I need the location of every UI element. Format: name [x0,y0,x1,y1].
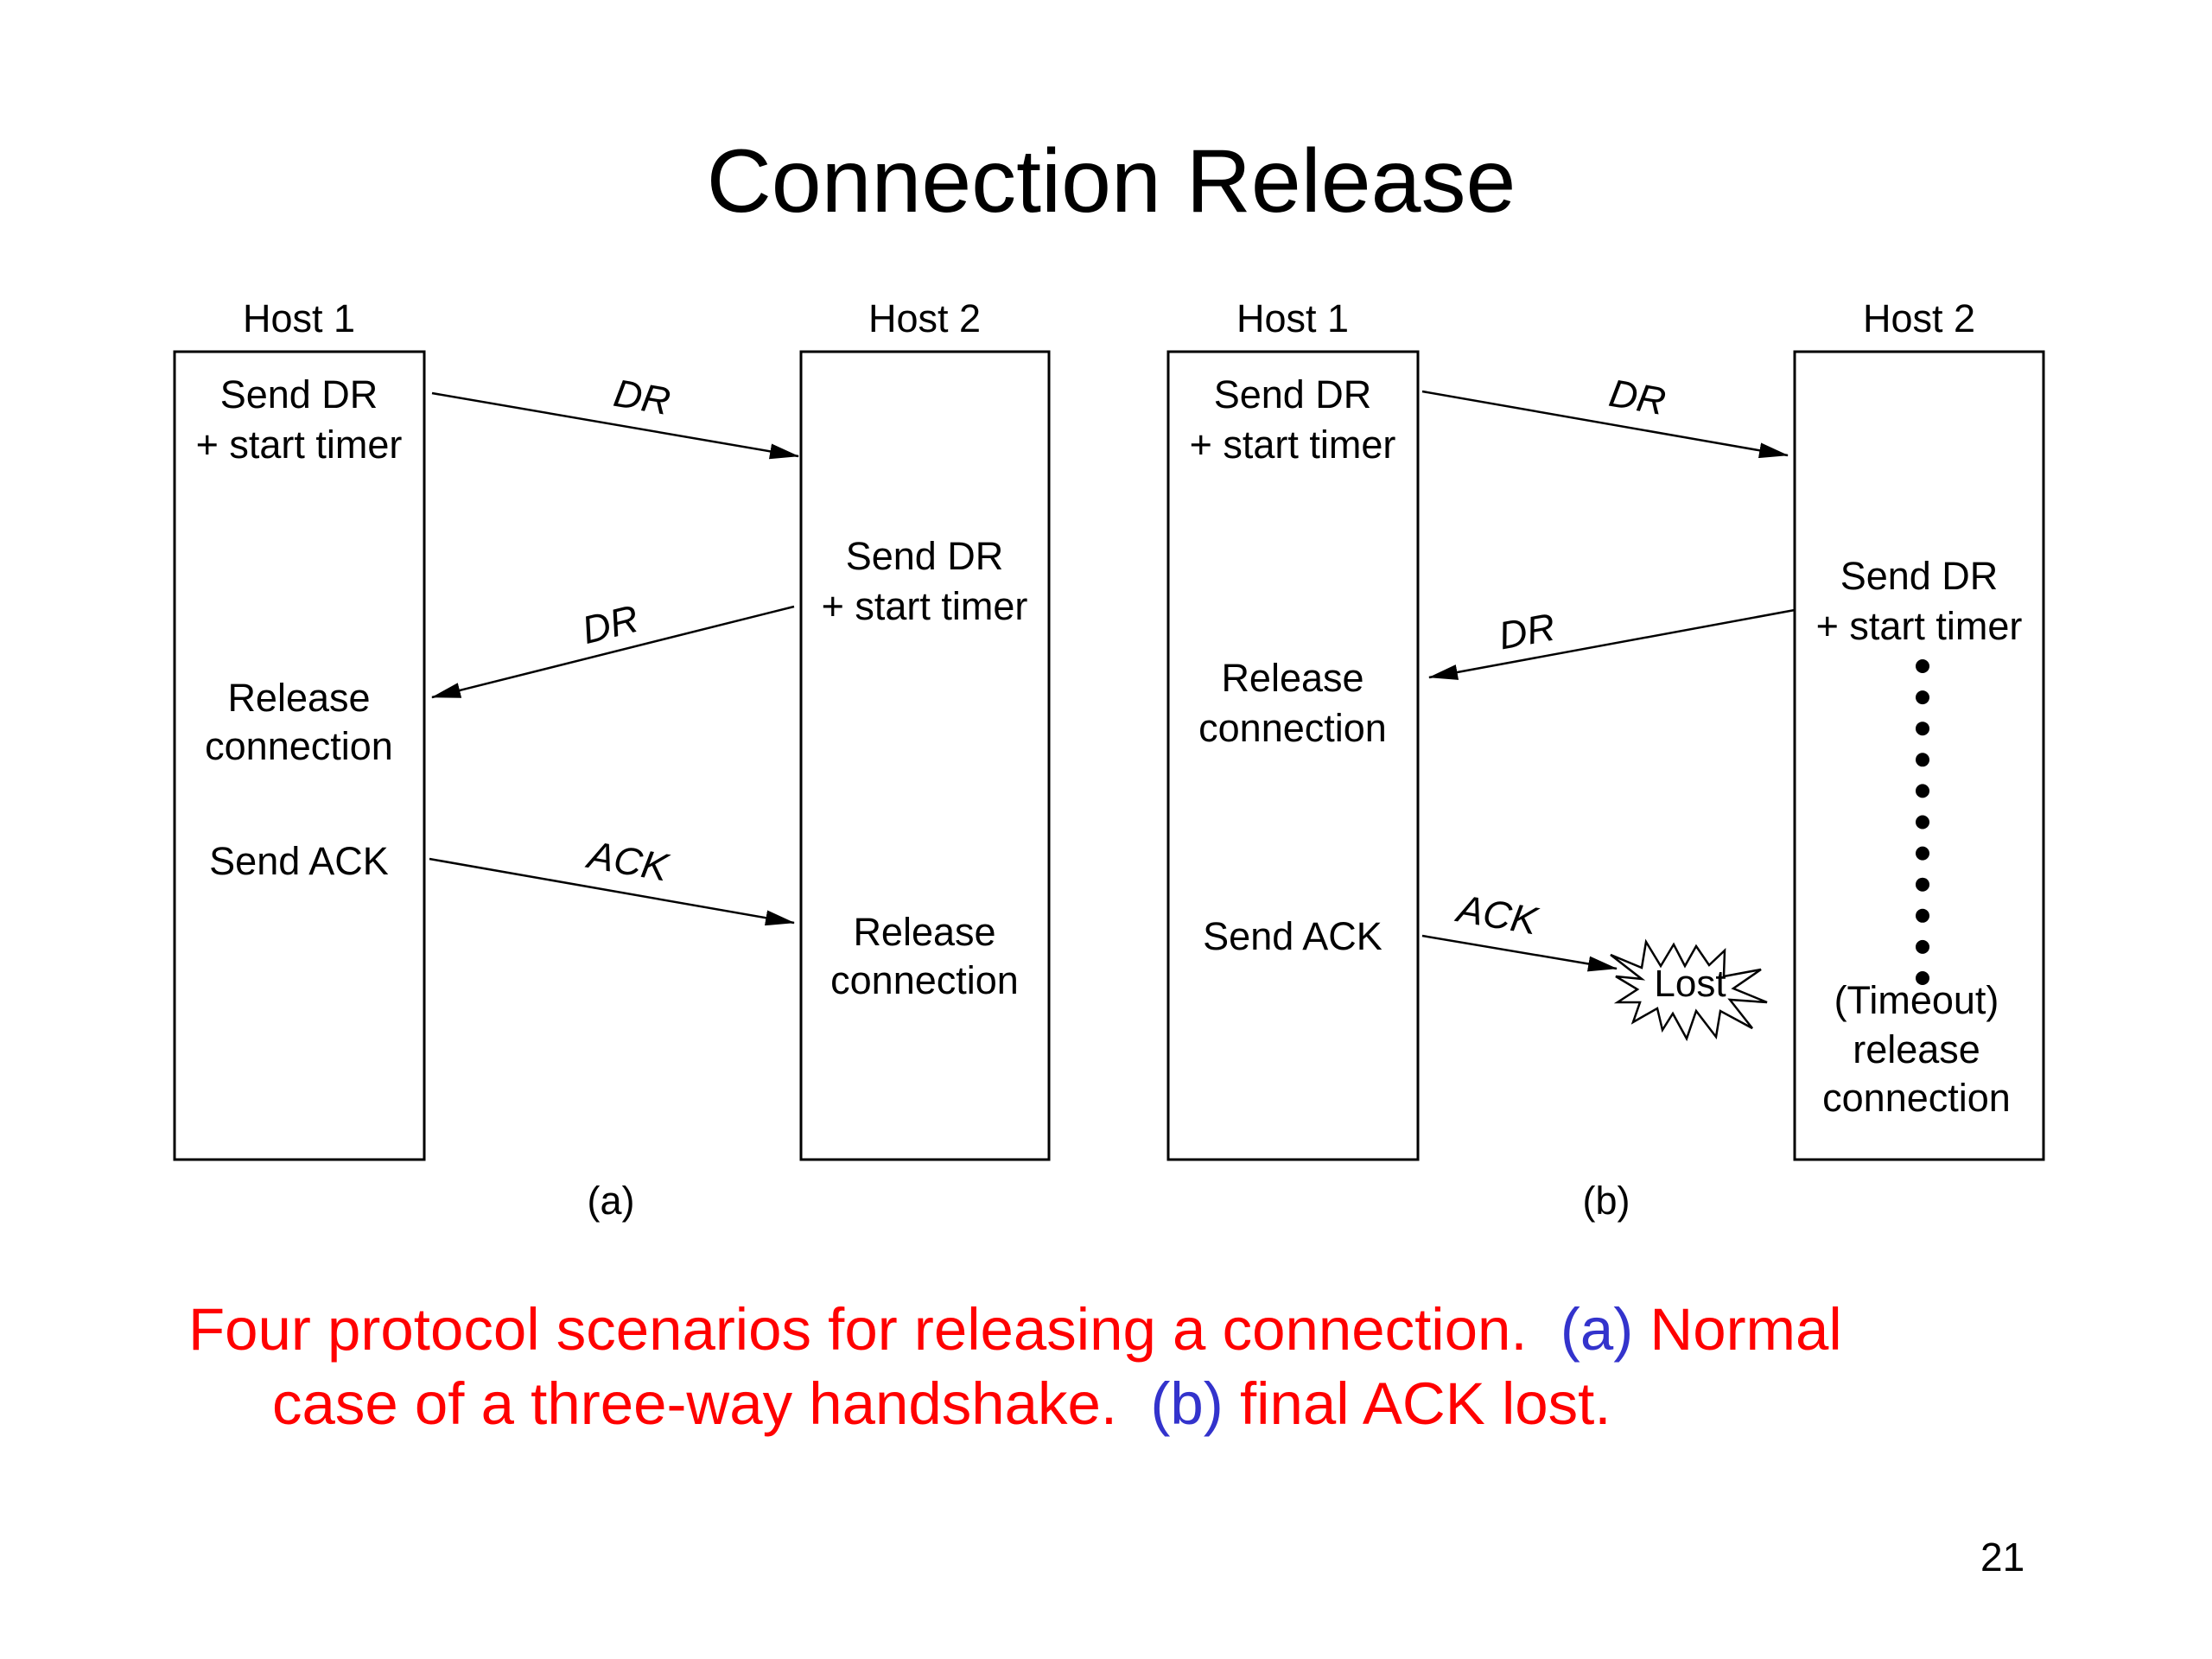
figure-caption-line-2: case of a three-way handshake. (b) final… [272,1367,1611,1441]
host2-event-a: Release [853,910,995,954]
timeout-dot [1916,815,1929,830]
host1-label-b: Host 1 [1236,296,1349,340]
host1-event-a: Release [227,676,370,720]
message-arrow-dr2-a [431,605,795,699]
caption-ref-b: (b) [1150,1370,1224,1437]
host1-event-b: Release [1221,656,1363,700]
timeout-dot [1916,846,1929,861]
timeout-wait-dots [1916,659,1929,985]
timeout-dot [1916,659,1929,673]
message-label-b: ACK [1452,886,1542,944]
scenario-a-label: (a) [588,1179,635,1223]
message-label-a: ACK [582,832,673,890]
host2-event-b: + start timer [1816,604,2023,648]
host1-timeline-b [1166,350,1420,1161]
scenario-a: Host 1 Host 2 Send DR + start timer Rele… [173,296,1051,1223]
message-arrow-dr1-b [1421,390,1789,459]
caption-ref-a: (a) [1560,1296,1634,1363]
host1-event-a: Send ACK [209,839,389,883]
message-label-a: DR [611,371,674,423]
host2-label-b: Host 2 [1863,296,1975,340]
host1-event-b: + start timer [1190,423,1396,467]
message-arrow-ack-b [1421,934,1618,972]
caption-text: Four protocol scenarios for releasing a … [188,1296,1528,1363]
host1-event-a: + start timer [196,423,403,467]
message-label-b: DR [1606,371,1669,423]
host2-event-a: + start timer [822,584,1028,628]
timeout-dot [1916,753,1929,767]
host1-event-b: Send DR [1214,372,1372,416]
host2-timeline-b [1793,350,2045,1161]
timeout-dot [1916,721,1929,736]
caption-text: case of a three-way handshake. [272,1370,1118,1437]
message-label-b: DR [1496,605,1559,658]
host1-timeline-a [173,350,426,1161]
host2-event-b: Send DR [1840,554,1999,598]
timeout-dot [1916,939,1929,954]
host1-event-a: Send DR [220,372,378,416]
page-number: 21 [1980,1535,2025,1580]
lost-burst-icon [1610,938,1768,1042]
timeout-dot [1916,784,1929,798]
slide-title: Connection Release [706,131,1516,232]
host2-event-b: release [1853,1027,1980,1071]
scenario-b-label: (b) [1583,1179,1630,1223]
timeout-dot [1916,877,1929,892]
caption-text: Normal [1633,1296,1842,1363]
host2-timeline-a [799,350,1051,1161]
host2-event-b: (Timeout) [1834,978,1999,1022]
scenario-b: Host 1 Host 2 Send DR + start timer Rele… [1166,296,2045,1223]
host1-event-b: connection [1198,706,1387,750]
timeout-dot [1916,690,1929,705]
host1-event-b: Send ACK [1203,914,1382,958]
caption-text: final ACK lost. [1223,1370,1611,1437]
figure-caption-line-1: Four protocol scenarios for releasing a … [188,1293,1842,1367]
message-arrow-ack-a [429,857,795,926]
timeout-dot [1916,908,1929,923]
timeout-dot [1916,971,1929,985]
host2-event-a: Send DR [846,534,1004,578]
message-arrow-dr2-b [1428,608,1796,680]
lost-label: Lost [1654,963,1726,1005]
host2-event-b: connection [1822,1076,2011,1120]
host1-event-a: connection [205,724,393,768]
host2-event-a: connection [830,958,1019,1002]
message-arrow-dr1-a [431,391,799,460]
host1-label-a: Host 1 [243,296,355,340]
message-label-a: DR [577,596,642,652]
host2-label-a: Host 2 [868,296,981,340]
